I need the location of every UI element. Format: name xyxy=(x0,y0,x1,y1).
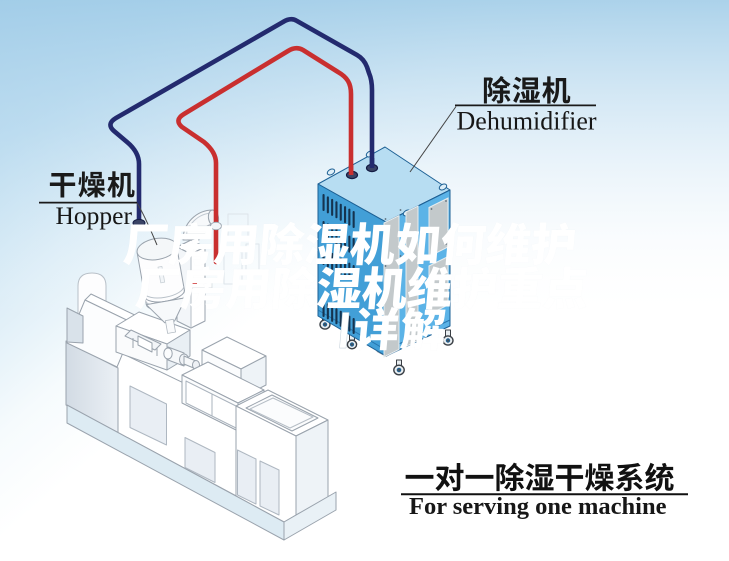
svg-text:Hopper: Hopper xyxy=(56,201,133,230)
svg-text:For serving one machine: For serving one machine xyxy=(409,493,667,520)
svg-text:Dehumidifier: Dehumidifier xyxy=(457,107,597,136)
